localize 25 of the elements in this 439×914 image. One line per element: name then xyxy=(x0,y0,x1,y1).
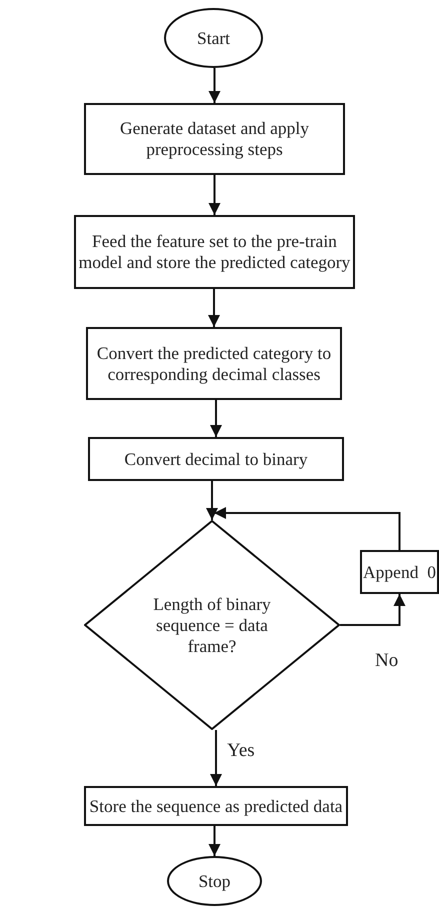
arrow xyxy=(214,507,400,550)
node-text: Stop xyxy=(198,870,231,892)
arrow xyxy=(210,730,222,786)
process-box xyxy=(86,327,342,400)
node-text: Convert decimal to binary xyxy=(124,448,308,470)
process-box xyxy=(74,215,355,289)
arrow xyxy=(208,68,220,103)
arrow xyxy=(210,400,222,437)
process-box xyxy=(360,550,439,594)
arrow xyxy=(206,481,218,520)
node-text: Start xyxy=(196,28,230,48)
node-text: Length of binary sequence = data frame? xyxy=(152,594,272,656)
node-text: Feed the feature set to the pre-train model and store the predicted category xyxy=(78,231,352,273)
arrow xyxy=(208,826,220,856)
process-box xyxy=(88,437,344,481)
node-text: Generate dataset and apply preprocessing steps xyxy=(118,118,310,160)
arrow xyxy=(208,175,220,215)
process-box xyxy=(84,103,345,175)
node-text: Store the sequence as predicted data xyxy=(89,796,343,816)
arrow xyxy=(340,594,406,626)
node-text: Append 0 xyxy=(363,562,436,582)
node-text: Convert the predicted category to corresponding decimal classes xyxy=(96,342,332,384)
process-box xyxy=(84,786,348,826)
decision-diamond xyxy=(84,520,340,730)
arrow xyxy=(208,289,220,327)
